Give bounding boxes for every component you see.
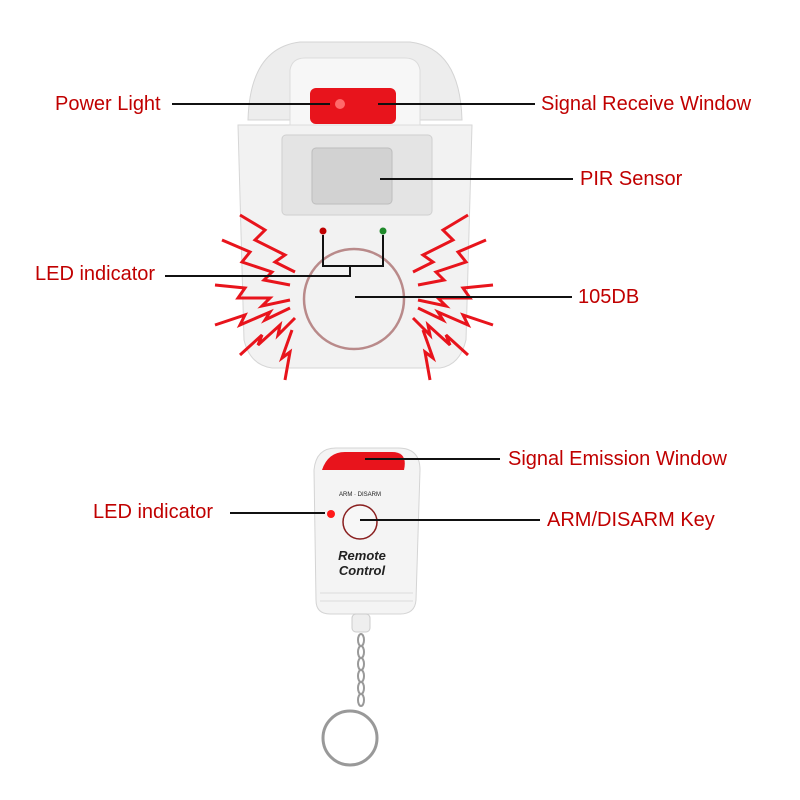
- signal-emission-window: [322, 452, 405, 470]
- label-pir-sensor: PIR Sensor: [580, 168, 683, 190]
- signal-receive-window: [310, 88, 396, 124]
- speaker-grille: [302, 247, 406, 351]
- arm-disarm-key[interactable]: [342, 504, 378, 540]
- pir-sensor-lens: [311, 147, 393, 205]
- leader-lines: [165, 103, 573, 521]
- remote-led: [327, 510, 335, 518]
- remote-control: [313, 447, 421, 767]
- label-signal-receive-window: Signal Receive Window: [541, 93, 752, 115]
- power-light: [335, 99, 345, 109]
- label-led-indicator-sensor: LED indicator: [35, 263, 156, 285]
- label-arm-disarm-key: ARM/DISARM Key: [547, 509, 715, 531]
- label-power-light: Power Light: [55, 93, 161, 115]
- label-105db: 105DB: [578, 286, 640, 308]
- led-red: [319, 227, 327, 235]
- remote-name-line2: Control: [339, 563, 386, 578]
- key-chain: [321, 633, 379, 767]
- remote-name-line1: Remote: [338, 548, 386, 563]
- motion-sensor: [237, 41, 473, 369]
- led-green: [379, 227, 387, 235]
- label-signal-emission-window: Signal Emission Window: [508, 448, 727, 470]
- label-led-indicator-remote: LED indicator: [93, 501, 214, 523]
- key-caption: ARM · DISARM: [339, 492, 381, 498]
